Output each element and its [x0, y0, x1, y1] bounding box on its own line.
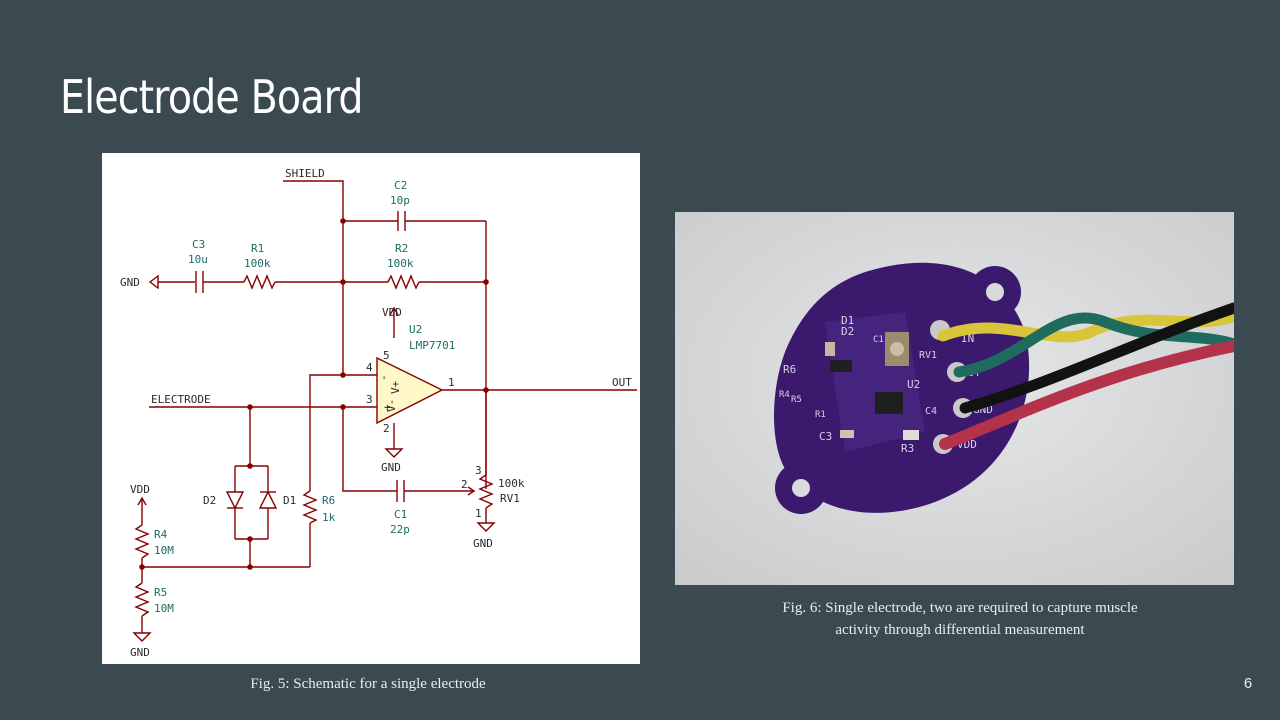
r2-value: 100k — [387, 257, 414, 270]
junction-inverting — [340, 279, 346, 285]
silk-c1: C1 — [873, 335, 884, 345]
rv1-pin-3: 3 — [475, 464, 482, 477]
c3-ref: C3 — [192, 238, 205, 251]
resistor-r4 — [134, 524, 150, 559]
capacitor-c2 — [343, 211, 487, 280]
net-label-electrode: ELECTRODE — [151, 393, 211, 406]
wire-green — [953, 312, 1234, 378]
d1-ref: D1 — [283, 494, 296, 507]
gnd-symbol-divider — [132, 632, 152, 642]
rv1-pin-1: 1 — [475, 507, 482, 520]
r6-value: 1k — [322, 511, 336, 524]
electrode-board-photo: D1 D2 R6 R4 R5 R1 C1 C3 U2 RV1 C4 R3 IN … — [675, 212, 1234, 585]
opamp-in-plus-sym: + — [384, 401, 391, 414]
r1-value: 100k — [244, 257, 271, 270]
r5-ref: R5 — [154, 586, 167, 599]
silk-c4: C4 — [925, 406, 937, 417]
potentiometer-rv1 — [478, 474, 494, 509]
gnd-symbol-u2 — [384, 448, 404, 458]
rv1-pin-2: 2 — [461, 478, 468, 491]
capacitor-c3 — [195, 271, 204, 293]
resistor-r6 — [302, 490, 318, 524]
silk-d1: D1 — [841, 314, 854, 327]
figure-6-caption: Fig. 6: Single electrode, two are requir… — [730, 597, 1190, 641]
r2-ref: R2 — [395, 242, 408, 255]
net-label-shield: SHIELD — [285, 167, 325, 180]
junction-shield — [340, 218, 346, 224]
r4-value: 10M — [154, 544, 174, 557]
silk-u2: U2 — [907, 378, 920, 391]
silk-r5: R5 — [791, 395, 802, 405]
silk-r1: R1 — [815, 410, 826, 420]
wire-shield — [283, 180, 344, 221]
u2-value: LMP7701 — [409, 339, 455, 352]
pin-3: 3 — [366, 393, 373, 406]
r5-value: 10M — [154, 602, 174, 615]
silk-c3: C3 — [819, 430, 832, 443]
slide-title: Electrode Board — [60, 70, 363, 124]
rv1-value: 100k — [498, 477, 525, 490]
gnd-symbol-rv1 — [476, 522, 496, 532]
figure-6-caption-line-1: Fig. 6: Single electrode, two are requir… — [782, 600, 1138, 616]
r6-ref: R6 — [322, 494, 335, 507]
net-label-vdd-divider: VDD — [130, 483, 150, 496]
diode-d1 — [258, 490, 278, 509]
figure-6-caption-line-2: activity through differential measuremen… — [835, 622, 1085, 638]
c2-value: 10p — [390, 194, 410, 207]
pin-5: 5 — [383, 349, 390, 362]
electrode-schematic: SHIELD C2 10p GND C3 10u R1 100k R2 100k — [102, 153, 640, 664]
wire-red — [939, 340, 1234, 450]
resistor-r2 — [387, 274, 420, 290]
net-label-gnd-rv1: GND — [473, 537, 493, 550]
rv1-ref: RV1 — [500, 492, 520, 505]
page-number: 6 — [1243, 675, 1253, 692]
net-label-gnd-u2: GND — [381, 461, 401, 474]
d2-ref: D2 — [203, 494, 216, 507]
opamp-u2 — [376, 356, 444, 425]
net-label-vdd-u2: VDD — [382, 306, 402, 319]
silk-rv1: RV1 — [919, 350, 937, 361]
c3-value: 10u — [188, 253, 208, 266]
r4-ref: R4 — [154, 528, 168, 541]
vdd-arrow-u2 — [389, 306, 399, 316]
opamp-vplus: V+ — [389, 380, 402, 394]
net-label-gnd-left: GND — [120, 276, 140, 289]
wire-black — [959, 302, 1234, 414]
silk-r3: R3 — [901, 442, 914, 455]
silk-r4: R4 — [779, 390, 790, 400]
resistor-r1 — [243, 274, 276, 290]
capacitor-c1 — [396, 480, 405, 502]
gnd-arrow-left — [148, 274, 159, 290]
c1-value: 22p — [390, 523, 410, 536]
opamp-vminus: V- — [385, 399, 398, 412]
net-label-out: OUT — [612, 376, 632, 389]
pin-2: 2 — [383, 422, 390, 435]
c2-ref: C2 — [394, 179, 407, 192]
diode-d2 — [225, 491, 245, 510]
resistor-r5 — [134, 582, 150, 617]
c1-ref: C1 — [394, 508, 407, 521]
net-label-gnd-divider: GND — [130, 646, 150, 659]
junction-feedback — [483, 279, 489, 285]
pin-4: 4 — [366, 361, 373, 374]
opamp-in-minus-sym: - — [377, 374, 390, 381]
u2-ref: U2 — [409, 323, 422, 336]
r1-ref: R1 — [251, 242, 264, 255]
silk-d2: D2 — [841, 325, 854, 338]
figure-5-caption: Fig. 5: Schematic for a single electrode — [250, 676, 486, 692]
silk-r6: R6 — [783, 363, 796, 376]
pin-1: 1 — [448, 376, 455, 389]
